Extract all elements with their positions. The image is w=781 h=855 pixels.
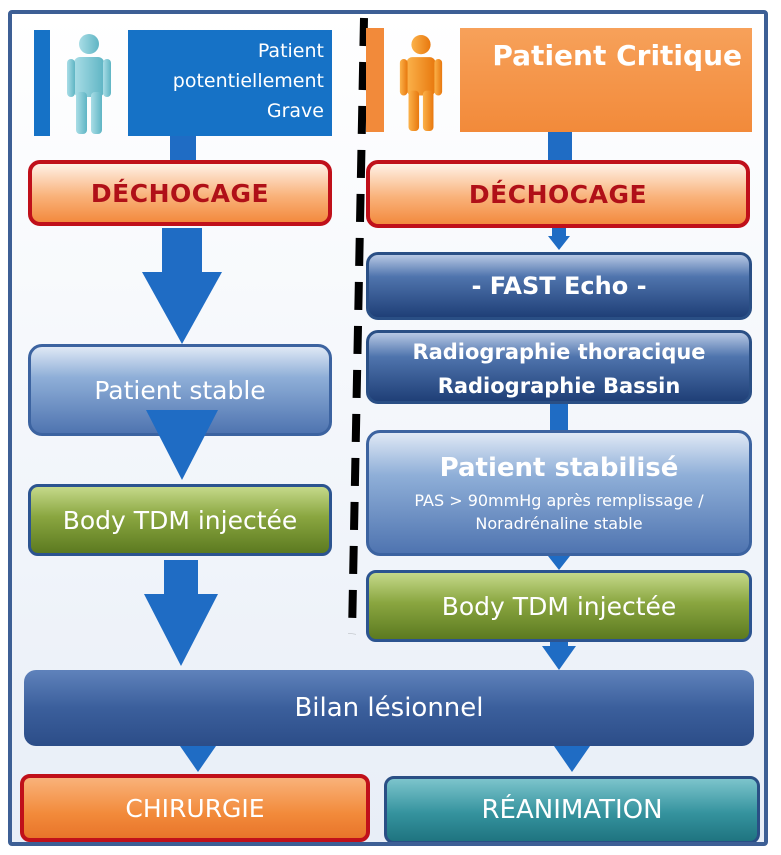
patient-icon <box>67 34 111 134</box>
right-patient-stabilise-box: Patient stabilisé PAS > 90mmHg après rem… <box>366 430 752 556</box>
connector <box>550 642 568 648</box>
arrow-down-icon <box>180 746 216 772</box>
right-radiography-box: Radiographie thoracique Radiographie Bas… <box>366 330 752 404</box>
arrow-down-icon <box>142 272 222 344</box>
left-header-line-3: Grave <box>266 100 324 122</box>
radio-bassin-label: Radiographie Bassin <box>437 374 681 398</box>
right-dechocage-box: DÉCHOCAGE <box>366 160 750 228</box>
stabilise-line-2: Noradrénaline stable <box>475 514 643 533</box>
arrow-shaft <box>162 228 202 272</box>
right-body-tdm-box: Body TDM injectée <box>366 570 752 642</box>
chirurgie-box: CHIRURGIE <box>20 774 370 842</box>
stabilise-line-1: PAS > 90mmHg après remplissage / <box>414 491 704 510</box>
arrow-down-icon <box>144 594 218 666</box>
right-fast-echo-box: - FAST Echo - <box>366 252 752 320</box>
connector <box>550 404 568 430</box>
left-header-bar <box>34 30 50 136</box>
diagram-frame: Patient potentiellement Grave DÉCHOCAGE … <box>8 10 768 846</box>
stabilise-title: Patient stabilisé <box>439 453 679 483</box>
patient-icon <box>399 35 443 131</box>
left-header-line-2: potentiellement <box>172 70 324 92</box>
connector <box>548 132 572 160</box>
left-header: Patient potentiellement Grave <box>128 30 332 136</box>
arrow-down-icon <box>554 746 590 772</box>
left-dechocage-box: DÉCHOCAGE <box>28 160 332 226</box>
arrow-down-icon <box>542 646 576 670</box>
right-header-bar <box>366 28 384 132</box>
connector <box>170 136 196 160</box>
left-header-line-1: Patient <box>257 40 324 62</box>
right-header: Patient Critique <box>460 28 752 132</box>
reanimation-box: RÉANIMATION <box>384 776 760 842</box>
arrow-shaft <box>164 560 198 594</box>
connector <box>552 228 566 238</box>
dashed-divider <box>348 17 368 635</box>
arrow-down-icon <box>548 556 570 570</box>
left-body-tdm-box: Body TDM injectée <box>28 484 332 556</box>
bilan-lesionnel-box: Bilan lésionnel <box>24 670 754 746</box>
radio-thorax-label: Radiographie thoracique <box>412 340 706 364</box>
arrow-down-icon <box>146 410 218 480</box>
arrow-down-icon <box>548 236 570 250</box>
